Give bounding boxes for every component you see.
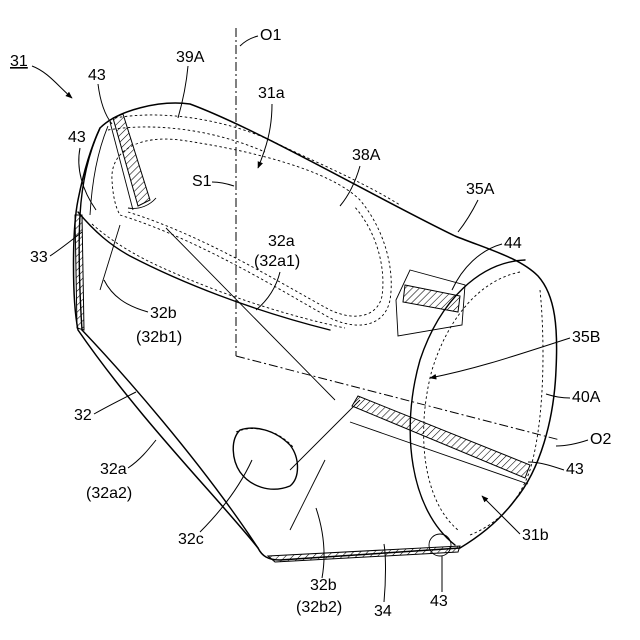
leader-o1 (240, 36, 258, 46)
leader-fig-ref (32, 66, 72, 98)
label-43-left: 43 (68, 129, 86, 146)
leader-32a-bot (128, 440, 156, 468)
label-32: 32 (74, 407, 92, 424)
label-fig-ref: 31 (10, 53, 28, 70)
leader-o2 (556, 440, 588, 446)
label-35b: 35B (572, 329, 600, 346)
label-32a2: (32a2) (86, 485, 132, 502)
label-o2: O2 (590, 431, 611, 448)
label-31b: 31b (522, 527, 549, 544)
label-34: 34 (374, 603, 392, 620)
label-32b2: (32b2) (296, 599, 342, 616)
label-32b1: (32b1) (136, 329, 182, 346)
label-32c: 32c (178, 531, 204, 548)
label-33: 33 (30, 249, 48, 266)
leader-43-top (98, 84, 112, 124)
label-s1: S1 (192, 173, 212, 190)
label-32b-bot: 32b (310, 577, 337, 594)
label-35a: 35A (466, 181, 495, 198)
label-43-right: 43 (566, 461, 584, 478)
leader-32 (94, 392, 136, 414)
label-43-top: 43 (88, 67, 106, 84)
label-31a: 31a (258, 85, 285, 102)
label-44: 44 (504, 235, 522, 252)
label-38a: 38A (352, 147, 381, 164)
label-39a: 39A (176, 49, 205, 66)
label-40a: 40A (572, 389, 601, 406)
label-32b-top: 32b (150, 305, 177, 322)
label-32a-top: 32a (268, 233, 295, 250)
left-edge-strip (75, 215, 84, 330)
label-32a1: (32a1) (254, 253, 300, 270)
label-32a-bot: 32a (100, 461, 127, 478)
leader-35a (458, 200, 478, 232)
label-43-bottom: 43 (430, 593, 448, 610)
label-o1: O1 (260, 27, 281, 44)
